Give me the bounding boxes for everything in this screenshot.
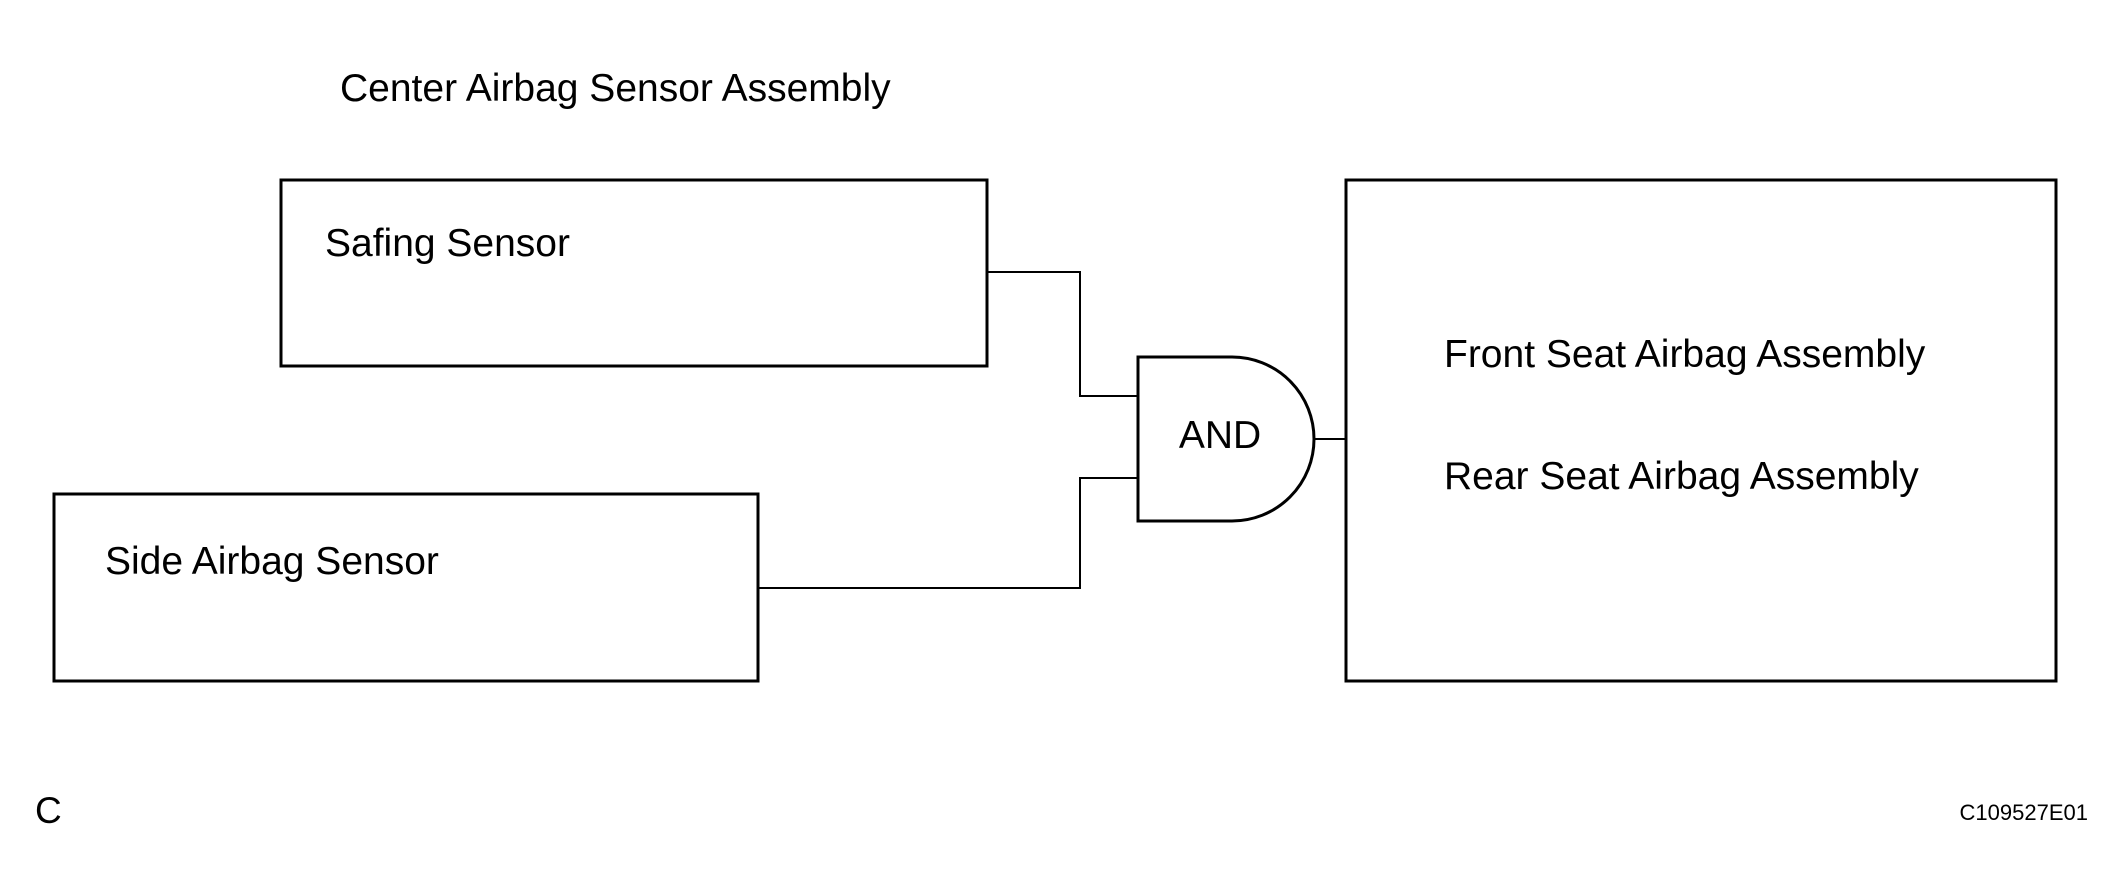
front-seat-airbag-label: Front Seat Airbag Assembly	[1444, 333, 1926, 376]
safing-sensor-box	[279, 178, 989, 368]
side-airbag-sensor-box	[52, 492, 760, 683]
corner-letter: C	[35, 790, 62, 831]
and-gate-label: AND	[1179, 414, 1261, 457]
side-airbag-sensor-label: Side Airbag Sensor	[105, 540, 439, 583]
assembly-title: Center Airbag Sensor Assembly	[340, 67, 891, 110]
side-to-gate-wire	[758, 477, 1138, 589]
airbag-assemblies-box	[1344, 178, 2058, 683]
figure-code: C109527E01	[1960, 800, 2088, 825]
and-gate	[1136, 355, 1316, 523]
rear-seat-airbag-label: Rear Seat Airbag Assembly	[1444, 455, 1919, 498]
safing-to-gate-wire	[987, 271, 1138, 397]
safing-sensor-label: Safing Sensor	[325, 222, 570, 265]
